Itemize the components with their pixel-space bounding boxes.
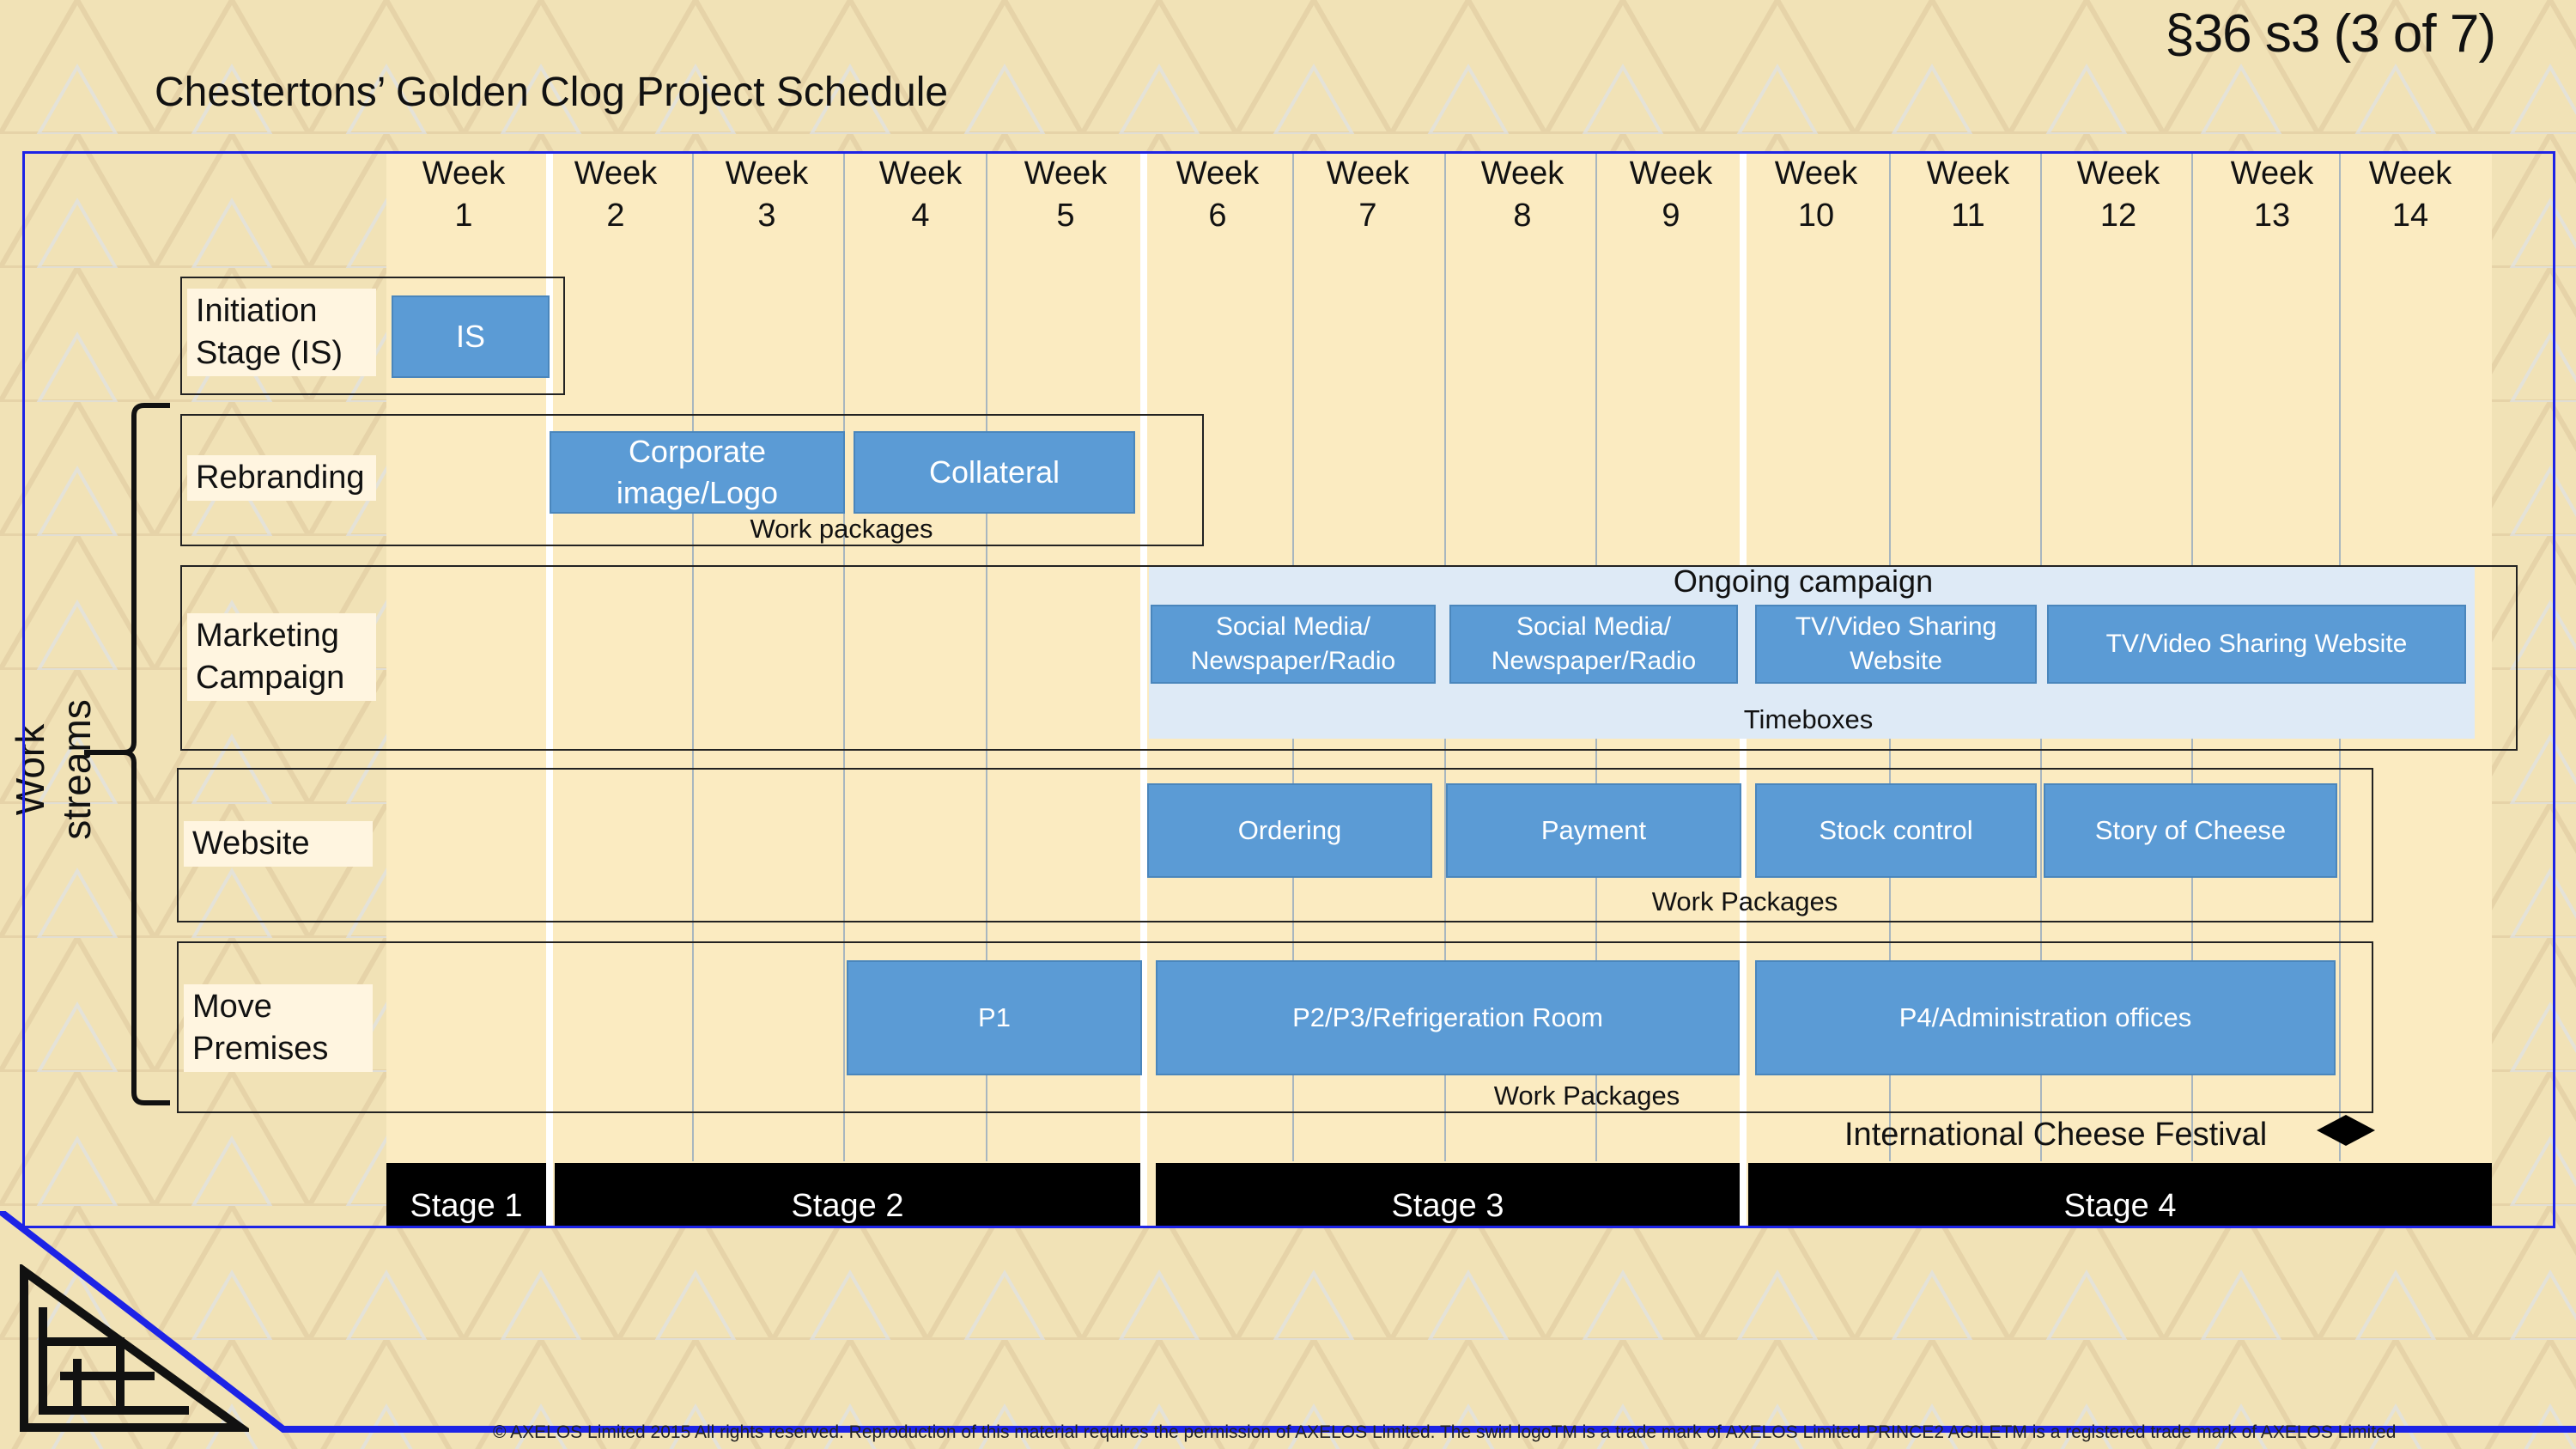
axelos-logo-icon	[20, 1264, 249, 1432]
payment-bar: Payment	[1446, 783, 1741, 878]
rebranding-stream-box	[180, 414, 1204, 546]
copyright-footer: © AXELOS Limited 2015 All rights reserve…	[493, 1422, 2397, 1442]
marketing-stream-box	[180, 565, 2518, 751]
decorative-lines	[0, 1211, 2576, 1433]
page-title: Chestertons’ Golden Clog Project Schedul…	[155, 70, 949, 115]
tv-video-bar-2: TV/Video Sharing Website	[2047, 605, 2466, 684]
rebranding-stream-label: Rebranding	[187, 455, 376, 501]
work-streams-bracket	[84, 403, 170, 1105]
stage-2-band: Stage 2	[555, 1163, 1140, 1228]
move-stream-box	[177, 941, 2373, 1113]
stage-1-band: Stage 1	[386, 1163, 546, 1228]
timeboxes-caption: Timeboxes	[1743, 704, 1874, 734]
website-stream-label: Website	[184, 821, 373, 867]
p4-bar: P4/Administration offices	[1755, 960, 2336, 1075]
milestone-diamond-icon	[2317, 1115, 2375, 1146]
milestone-label: International Cheese Festival	[1844, 1117, 2268, 1153]
stage-separator	[1140, 153, 1147, 1228]
is-bar: IS	[392, 295, 550, 378]
ordering-bar: Ordering	[1147, 783, 1432, 878]
schedule-frame	[22, 151, 2555, 1228]
website-stream-box	[177, 768, 2373, 922]
stage-separator	[546, 153, 553, 1228]
p2-p3-bar: P2/P3/Refrigeration Room	[1156, 960, 1740, 1075]
social-media-bar-1: Social Media/Newspaper/Radio	[1151, 605, 1436, 684]
stage-3-band: Stage 3	[1156, 1163, 1740, 1228]
stage-4-band: Stage 4	[1748, 1163, 2492, 1228]
stock-control-bar: Stock control	[1755, 783, 2037, 878]
website-caption: Work Packages	[1651, 886, 1838, 916]
initiation-stream-box	[180, 277, 565, 395]
p1-bar: P1	[847, 960, 1142, 1075]
collateral-bar: Collateral	[854, 431, 1135, 514]
slide-reference: §36 s3 (3 of 7)	[2165, 4, 2496, 64]
social-media-bar-2: Social Media/Newspaper/Radio	[1449, 605, 1738, 684]
rebranding-caption: Work packages	[750, 514, 933, 544]
story-of-cheese-bar: Story of Cheese	[2044, 783, 2337, 878]
move-caption: Work Packages	[1493, 1081, 1680, 1111]
ongoing-campaign-heading: Ongoing campaign	[1673, 563, 1934, 599]
